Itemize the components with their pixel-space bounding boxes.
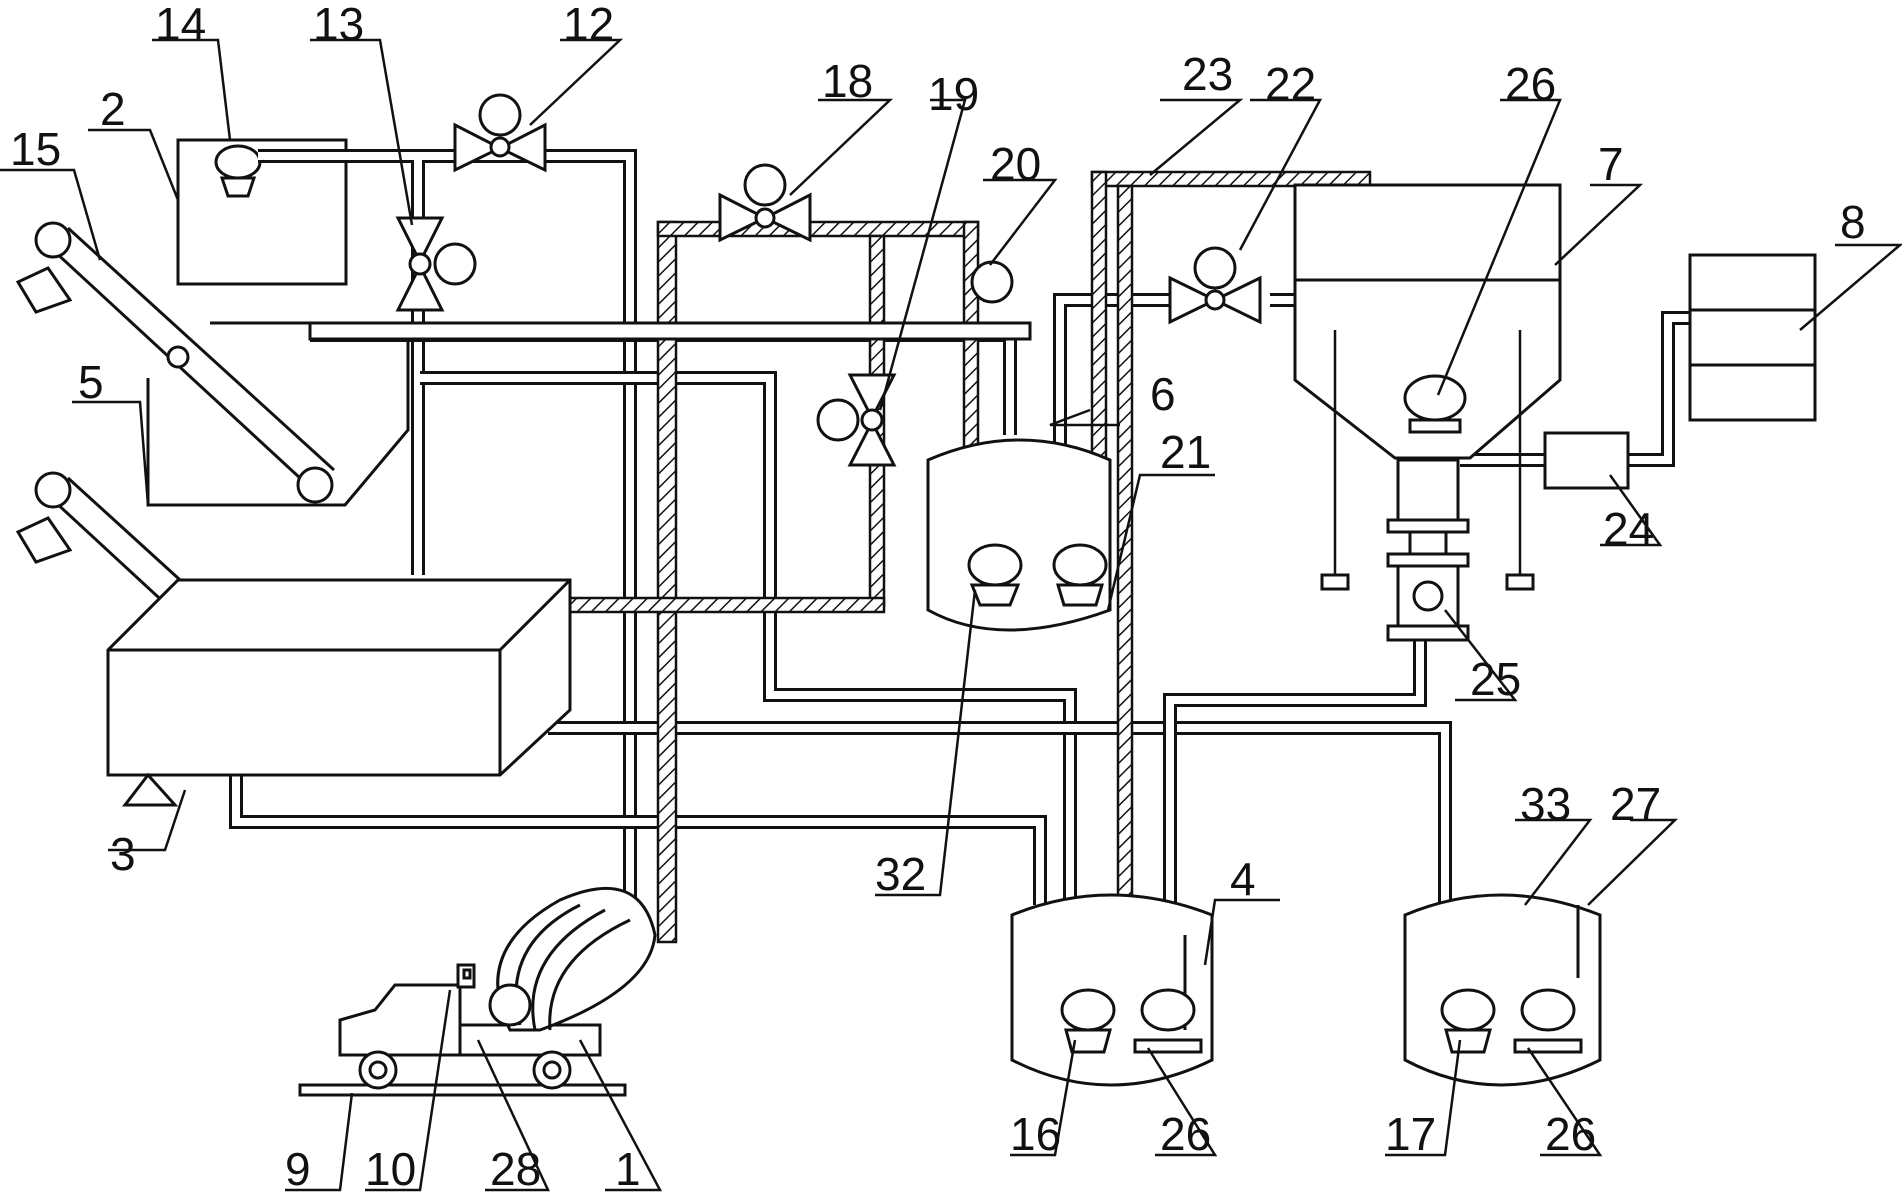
label-13: 13	[313, 0, 364, 50]
label-21: 21	[1160, 426, 1211, 478]
label-2: 2	[100, 83, 126, 135]
tank-33	[1403, 893, 1602, 1087]
label-27: 27	[1610, 778, 1661, 830]
silo-7	[1293, 183, 1562, 591]
tank-2	[176, 138, 348, 286]
label-26-tank4: 26	[1160, 1108, 1211, 1160]
label-25: 25	[1470, 653, 1521, 705]
label-24: 24	[1603, 503, 1654, 555]
label-14: 14	[155, 0, 206, 50]
label-26-top: 26	[1505, 58, 1556, 110]
tank-6	[926, 438, 1112, 632]
label-1: 1	[615, 1143, 641, 1195]
labels: 14 13 12 2 15 5 3 18 19 20 23 22 26 7 8 …	[10, 0, 1866, 1195]
track-9	[298, 1083, 627, 1097]
label-6: 6	[1150, 368, 1176, 420]
label-15: 15	[10, 123, 61, 175]
valve-13	[395, 216, 477, 312]
flowmeter-20	[970, 260, 1014, 304]
label-17: 17	[1385, 1108, 1436, 1160]
valve-22	[1168, 246, 1262, 325]
label-33: 33	[1520, 778, 1571, 830]
label-28: 28	[490, 1143, 541, 1195]
label-4: 4	[1230, 853, 1256, 905]
label-16: 16	[1010, 1108, 1061, 1160]
bin-3	[106, 578, 572, 807]
label-7: 7	[1598, 138, 1624, 190]
conveyor-15	[15, 221, 336, 504]
label-3: 3	[110, 828, 136, 880]
label-32: 32	[875, 848, 926, 900]
pump-14	[214, 144, 262, 198]
mixer-truck-1	[338, 886, 657, 1090]
label-9: 9	[285, 1143, 311, 1195]
label-8: 8	[1840, 196, 1866, 248]
valve-19	[816, 373, 897, 467]
leader-lines	[0, 38, 1902, 1192]
label-18: 18	[822, 55, 873, 107]
label-5: 5	[78, 356, 104, 408]
label-12: 12	[563, 0, 614, 50]
label-26-tank33: 26	[1545, 1108, 1596, 1160]
label-10: 10	[365, 1143, 416, 1195]
tank-4	[1010, 893, 1214, 1087]
valve-18	[718, 163, 812, 243]
label-20: 20	[990, 138, 1041, 190]
label-19: 19	[928, 68, 979, 120]
unit-24	[1543, 431, 1630, 490]
label-22: 22	[1265, 58, 1316, 110]
label-23: 23	[1182, 48, 1233, 100]
hopper-5	[146, 321, 1032, 507]
valve-12	[453, 93, 547, 173]
mixer-25	[1386, 458, 1470, 642]
stack-8	[1688, 253, 1817, 422]
